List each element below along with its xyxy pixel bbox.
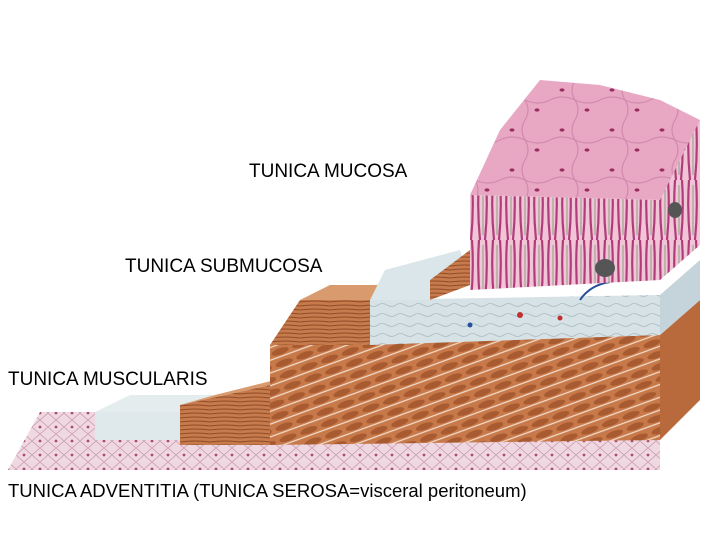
serosa-layer xyxy=(8,395,660,470)
tunica-mucosa-label: TUNICA MUCOSA xyxy=(249,161,408,182)
tunica-adventitia-label: TUNICA ADVENTITIA (TUNICA SEROSA=viscera… xyxy=(8,480,527,501)
tunica-submucosa-label: TUNICA SUBMUCOSA xyxy=(125,256,323,277)
muscularis-layer xyxy=(180,285,700,445)
submucosa-layer xyxy=(370,250,700,345)
tunica-muscularis-label: TUNICA MUSCULARIS xyxy=(8,369,208,390)
mucosa-layer xyxy=(470,80,700,290)
